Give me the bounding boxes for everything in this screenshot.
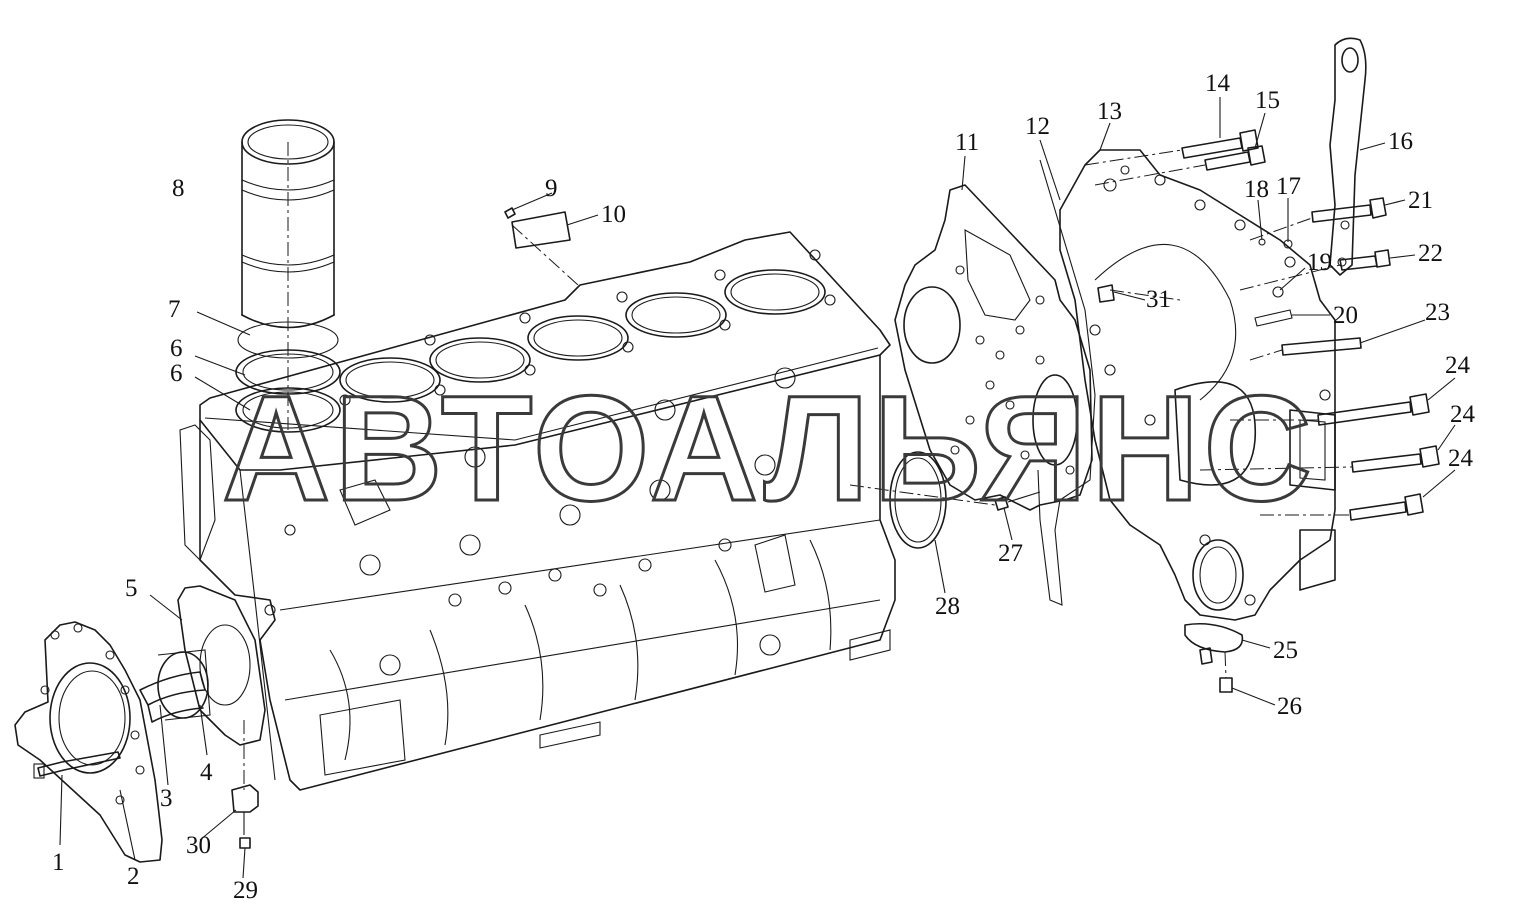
part-31-dowel xyxy=(1097,284,1115,303)
callout-15: 15 xyxy=(1255,87,1280,114)
callout-3: 3 xyxy=(160,785,173,812)
part-26-bolt xyxy=(1219,677,1233,693)
callout-4: 4 xyxy=(200,759,213,786)
part-13-timing-cover xyxy=(1059,149,1336,621)
part-29-bolt xyxy=(239,837,251,849)
callout-1: 1 xyxy=(52,849,65,876)
callout-23: 23 xyxy=(1425,299,1450,326)
callout-17: 17 xyxy=(1276,173,1301,200)
callout-10: 10 xyxy=(601,201,626,228)
callout-18: 18 xyxy=(1244,176,1269,203)
callout-14: 14 xyxy=(1205,70,1231,97)
part-1-bolt xyxy=(33,751,121,779)
part-10-plate xyxy=(504,207,571,249)
leader-lines xyxy=(59,97,1456,879)
callout-19: 19 xyxy=(1307,249,1332,276)
part-17-18-19-20-small-parts xyxy=(1254,238,1293,327)
callout-30: 30 xyxy=(186,832,211,859)
assembly-center-lines xyxy=(243,149,1353,790)
callout-5: 5 xyxy=(125,575,138,602)
callout-6a: 6 xyxy=(170,335,183,362)
part-14-bolt xyxy=(1181,129,1259,159)
watermark-text: АВТОАЛЬЯНС xyxy=(222,364,1316,532)
callout-22: 22 xyxy=(1418,240,1443,267)
callout-21: 21 xyxy=(1408,187,1433,214)
plate-axis xyxy=(511,224,579,286)
callout-24b: 24 xyxy=(1450,401,1476,428)
callout-29: 29 xyxy=(233,877,258,904)
part-21-bolt xyxy=(1311,197,1387,223)
callout-24c: 24 xyxy=(1448,445,1474,472)
callout-2: 2 xyxy=(127,863,140,890)
part-23-stud xyxy=(1281,337,1362,356)
callout-9: 9 xyxy=(545,175,558,202)
callout-12: 12 xyxy=(1025,113,1050,140)
part-28-o-ring xyxy=(889,451,947,549)
part-12-thin-plate xyxy=(1037,159,1096,606)
part-11-gasket xyxy=(894,184,1093,511)
part-25-cover-plate xyxy=(1184,622,1244,665)
callout-labels: 1 2 3 4 5 6 6 7 8 9 10 11 12 13 14 15 16… xyxy=(52,70,1476,904)
part-15-bolt xyxy=(1204,145,1266,171)
callout-20: 20 xyxy=(1333,302,1358,329)
callout-26: 26 xyxy=(1277,693,1302,720)
engine-block xyxy=(177,231,896,791)
callout-11: 11 xyxy=(955,129,979,156)
callout-27: 27 xyxy=(998,540,1023,567)
callout-13: 13 xyxy=(1097,98,1122,125)
callout-31: 31 xyxy=(1146,286,1171,313)
callout-8: 8 xyxy=(172,175,185,202)
callout-24a: 24 xyxy=(1445,352,1471,379)
callout-25: 25 xyxy=(1273,637,1298,664)
callout-6b: 6 xyxy=(170,360,183,387)
callout-7: 7 xyxy=(168,296,181,323)
part-2-rear-cover xyxy=(14,621,163,863)
callout-28: 28 xyxy=(935,593,960,620)
part-24-bolts xyxy=(1317,393,1440,521)
part-3-oil-seal xyxy=(139,671,206,723)
callout-16: 16 xyxy=(1388,128,1413,155)
part-16-lifting-bracket xyxy=(1329,37,1367,276)
part-22-bolt xyxy=(1339,249,1391,271)
part-4-seal-ring xyxy=(157,649,211,721)
part-27-bolt xyxy=(994,491,1041,511)
